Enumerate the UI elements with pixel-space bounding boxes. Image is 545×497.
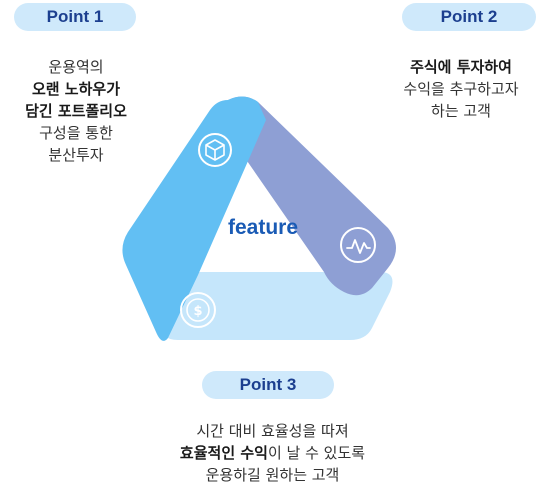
point-2-line-3: 하는 고객 [431,102,491,120]
point-3-line-2-bold: 효율적인 수익 [179,444,268,462]
point-2-line-1: 주식에 투자하여 [410,58,512,76]
point-3-line-3: 운용하길 원하는 고객 [205,466,340,484]
dollar-coin-icon: $ [180,292,216,328]
cube-icon [198,133,232,167]
point-2-badge: Point 2 [402,3,536,31]
center-label: feature [228,216,298,239]
svg-text:$: $ [193,304,202,319]
point-1-line-1: 운용역의 [48,58,104,76]
point-1-badge: Point 1 [14,3,136,31]
point-1-line-3: 담긴 포트폴리오 [25,102,127,120]
point-1-line-4: 구성을 통한 [39,124,113,142]
point-1-line-5: 분산투자 [48,146,104,164]
point-2-line-2: 수익을 추구하고자 [403,80,519,98]
point-3-description: 시간 대비 효율성을 따져 효율적인 수익이 날 수 있도록 운용하길 원하는 … [120,420,425,486]
point-1-description: 운용역의 오랜 노하우가 담긴 포트폴리오 구성을 통한 분산투자 [0,56,152,166]
point-3-line-2-rest: 이 날 수 있도록 [267,444,366,462]
point-3-line-2: 효율적인 수익이 날 수 있도록 [120,442,425,464]
point-2-description: 주식에 투자하여 수익을 추구하고자 하는 고객 [380,56,542,122]
point-1-line-2: 오랜 노하우가 [31,80,121,98]
pulse-chart-icon [340,227,376,263]
band-right [228,96,396,296]
point-3-line-1: 시간 대비 효율성을 따져 [196,422,349,440]
point-3-badge: Point 3 [202,371,334,399]
band-bottom [159,272,393,340]
